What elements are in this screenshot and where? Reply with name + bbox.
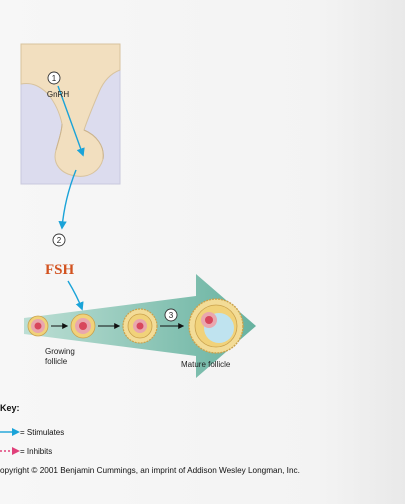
brain-tissue	[20, 43, 121, 177]
step-marker-1: 1	[52, 74, 57, 83]
growing-follicle-label-line1: Growing	[45, 347, 75, 356]
inhibits-arrow-icon	[0, 447, 20, 455]
mature-follicle	[188, 298, 244, 354]
key-stimulates-row: = Stimulates	[0, 426, 64, 438]
step-marker-1-circle	[47, 71, 61, 85]
follicle-stage-2	[70, 313, 96, 339]
fsh-stimulates-arrow	[67, 280, 84, 311]
stimulates-arrow-icon	[0, 428, 20, 436]
pituitary-outline	[55, 123, 104, 160]
step-marker-3-circle	[164, 308, 178, 322]
pituitary-to-fsh-arrow	[58, 169, 77, 230]
step-marker-2-circle	[52, 233, 66, 247]
hypothalamus-pituitary-panel	[20, 43, 121, 185]
follicle-stage-1	[27, 315, 49, 337]
step-marker-2: 2	[57, 236, 62, 245]
gnrh-stimulates-arrow	[57, 85, 85, 157]
key-inhibits-label: = Inhibits	[20, 446, 53, 456]
fsh-label: FSH	[45, 262, 75, 278]
key-inhibits-row: = Inhibits	[0, 445, 52, 457]
follicle-stage-3	[122, 308, 158, 344]
gnrh-label: GnRH	[47, 90, 69, 99]
step-marker-3: 3	[169, 311, 174, 320]
copyright-notice: opyright © 2001 Benjamin Cummings, an im…	[0, 466, 300, 475]
key-title: Key:	[0, 403, 20, 413]
mature-follicle-label: Mature follicle	[181, 360, 231, 369]
growing-follicle-label-line2: follicle	[45, 357, 68, 366]
key-stimulates-label: = Stimulates	[20, 427, 65, 437]
